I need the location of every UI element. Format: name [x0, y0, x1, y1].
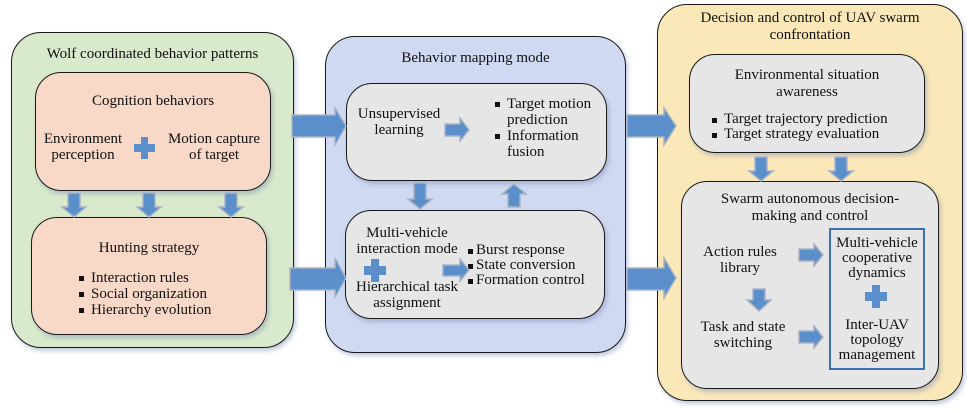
arrow-down-icon [745, 288, 773, 313]
plus-icon [364, 259, 386, 282]
uav-swarm-panel-title: Decision and control of UAV swarm confro… [658, 10, 962, 44]
list-item: Interaction rules [77, 270, 211, 286]
environment-perception-label: Environment perception [38, 131, 128, 163]
list-item-line: prediction [507, 112, 568, 128]
list-item: Target strategy evaluation [710, 127, 888, 142]
list-item-line: Information [507, 128, 579, 144]
list-item: Burst response [466, 243, 585, 258]
motion-capture-line1: Motion capture [167, 131, 261, 147]
list-item: State conversion [466, 258, 585, 273]
env-title-line2: awareness [776, 84, 838, 100]
action-rules-line1: Action rules [703, 244, 777, 260]
env-title-line1: Environmental situation [734, 67, 880, 83]
hierarchical-task-label: Hierarchical task assignment [346, 279, 468, 311]
topo-line1: Inter-UAV [845, 317, 909, 333]
list-item-line: fusion [507, 144, 545, 160]
list-item: Hierarchy evolution [77, 302, 211, 318]
environment-perception-line2: perception [51, 147, 115, 163]
interaction-outputs-list: Burst response State conversion Formatio… [466, 243, 585, 288]
arrow-down-icon [216, 192, 246, 218]
awareness-list: Target trajectory prediction Target stra… [710, 112, 888, 142]
multi-vehicle-interaction-label: Multi-vehicle interaction mode [346, 225, 468, 257]
arrow-right-icon [626, 105, 677, 148]
topology-management-label: Inter-UAV topology management [831, 318, 923, 363]
unsupervised-learning-label: Unsupervised learning [349, 106, 449, 138]
arrow-up-icon [499, 183, 529, 208]
motion-capture-label: Motion capture of target [156, 131, 272, 163]
arrow-right-icon [626, 255, 677, 301]
cognition-behaviors-box: Cognition behaviors Environment percepti… [35, 72, 271, 191]
arrow-right-icon [442, 256, 470, 284]
coop-line3: dynamics [848, 265, 906, 281]
topo-line2: topology [850, 332, 904, 348]
hunting-strategy-title: Hunting strategy [98, 240, 200, 256]
cognition-behaviors-title: Cognition behaviors [91, 93, 215, 109]
action-rules-line2: library [720, 260, 760, 276]
coop-line2: cooperative [842, 250, 912, 266]
arrow-right-icon [798, 323, 824, 351]
cooperative-dynamics-label: Multi-vehicle cooperative dynamics [831, 236, 923, 281]
environmental-awareness-box: Environmental situation awareness Target… [689, 54, 925, 153]
interaction-line2: interaction mode [356, 241, 458, 257]
hierarchical-line1: Hierarchical task [355, 279, 459, 295]
arrow-down-icon [405, 182, 435, 210]
list-item: Formation control [466, 273, 585, 288]
swarm-decision-title: Swarm autonomous decision- making and co… [682, 191, 938, 225]
hunting-strategy-list: Interaction rules Social organization Hi… [77, 270, 211, 318]
plus-icon [134, 137, 155, 159]
arrow-right-icon [798, 241, 824, 269]
arrow-down-icon [746, 156, 776, 182]
environment-perception-line1: Environment [43, 131, 123, 147]
coop-line1: Multi-vehicle [836, 235, 918, 251]
uav-swarm-title-line1: Decision and control of UAV swarm [700, 10, 920, 26]
unsupervised-line2: learning [374, 122, 424, 138]
wolf-behavior-panel-title: Wolf coordinated behavior patterns [46, 46, 259, 62]
arrow-right-icon [444, 115, 470, 144]
list-item: Social organization [77, 286, 211, 302]
plus-icon [865, 285, 887, 308]
arrow-right-icon [291, 105, 347, 148]
list-item: Target trajectory prediction [710, 112, 888, 127]
action-rules-label: Action rules library [690, 244, 790, 276]
topo-line3: management [838, 347, 916, 363]
behavior-mapping-panel-title: Behavior mapping mode [401, 50, 550, 66]
arrow-down-icon [59, 192, 89, 218]
motion-capture-line2: of target [188, 147, 240, 163]
multi-vehicle-interaction-box: Multi-vehicle interaction mode Hierarchi… [345, 210, 605, 319]
arrow-down-icon [134, 192, 164, 218]
interaction-line1: Multi-vehicle [366, 225, 448, 241]
swarm-title-line1: Swarm autonomous decision- [720, 191, 900, 207]
swarm-title-line2: making and control [751, 208, 869, 224]
task-state-line1: Task and state [700, 319, 786, 335]
uav-swarm-title-line2: confrontation [769, 27, 851, 43]
hierarchical-line2: assignment [373, 295, 441, 311]
arrow-right-icon [289, 257, 347, 300]
unsupervised-line1: Unsupervised [357, 106, 441, 122]
task-state-line2: switching [713, 335, 773, 351]
task-state-switching-label: Task and state switching [690, 319, 796, 351]
environmental-awareness-title: Environmental situation awareness [690, 67, 924, 101]
arrow-down-icon [826, 156, 856, 182]
list-item-line: Target motion [507, 96, 592, 112]
